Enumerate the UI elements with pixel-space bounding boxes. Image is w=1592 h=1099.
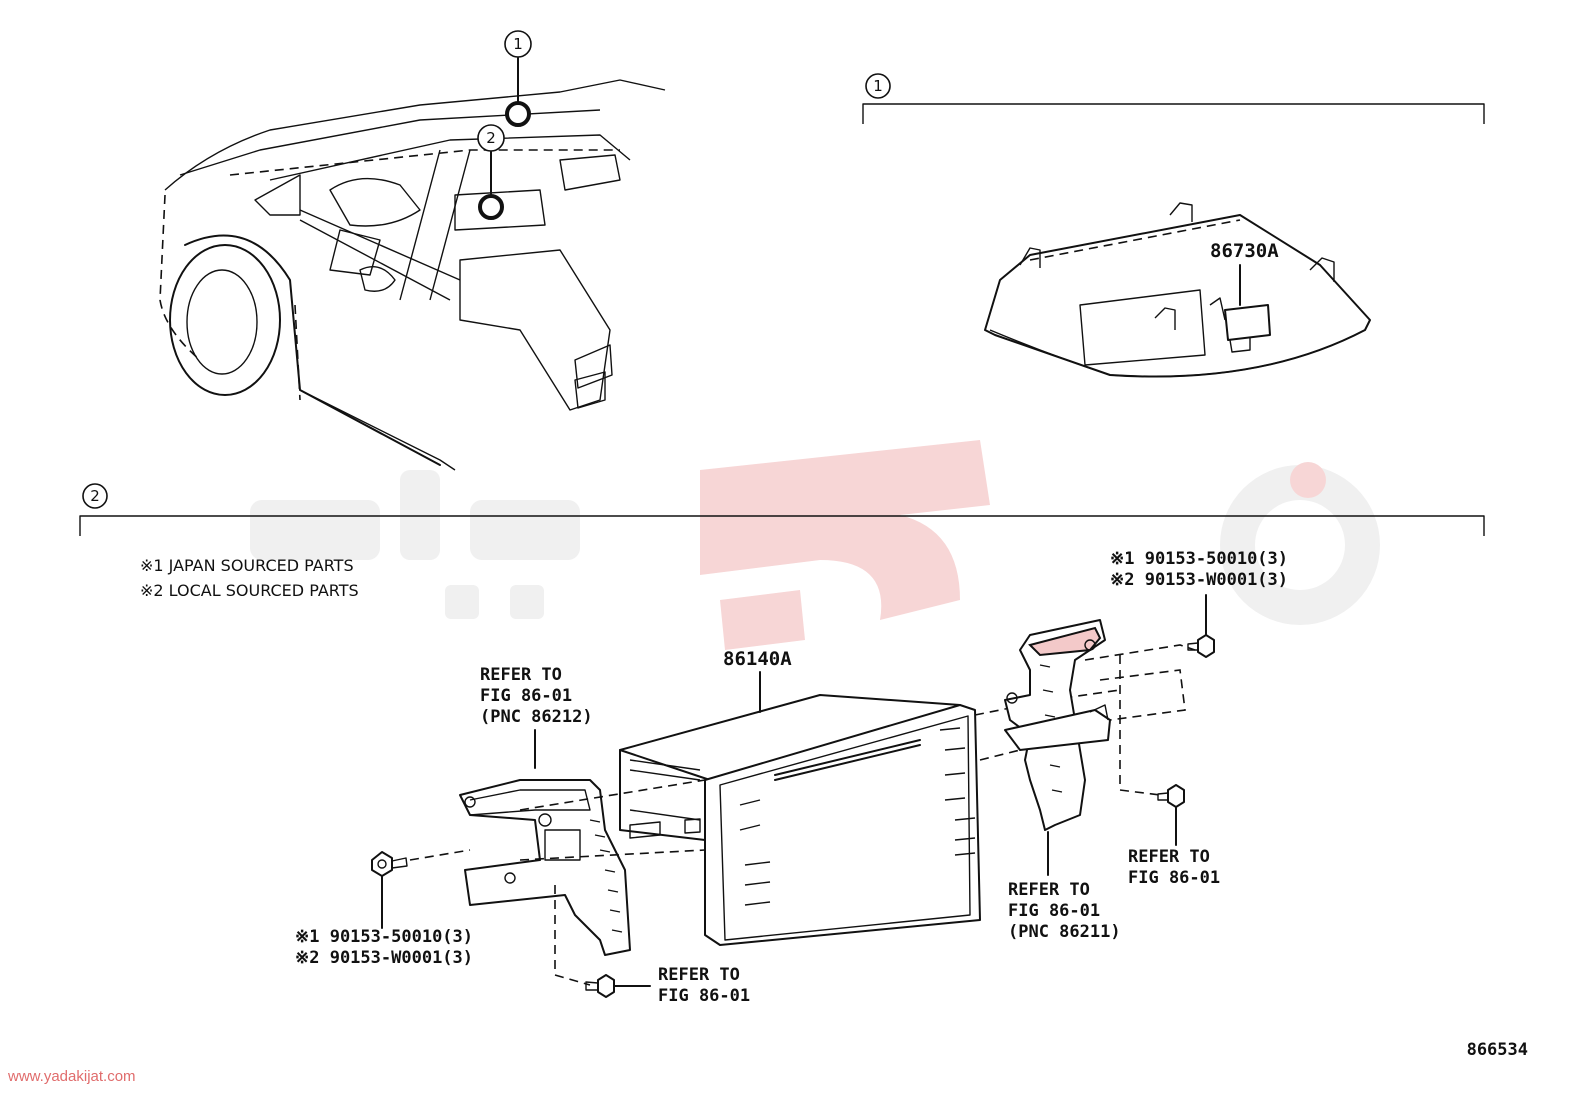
figure-number: 866534 — [1467, 1040, 1528, 1060]
callout-1-label: 1 — [513, 35, 523, 53]
left-bracket-refer-line1[interactable]: REFER TO — [480, 665, 562, 685]
section-1-number: 1 — [873, 77, 883, 95]
watermark-site-url: www.yadakijat.com — [8, 1068, 136, 1085]
part-number-86140A[interactable]: 86140A — [723, 648, 792, 670]
dashboard-overview-illustration — [159, 30, 666, 471]
left-screw-part-1[interactable]: ※1 90153-50010(3) — [295, 927, 473, 947]
left-bracket-refer-line3[interactable]: (PNC 86212) — [480, 707, 593, 727]
right-lower-screw-refer-line1[interactable]: REFER TO — [1128, 847, 1210, 867]
navigation-unit-illustration — [619, 671, 981, 946]
right-screw-illustration — [1187, 594, 1215, 658]
left-screw-illustration — [371, 849, 471, 929]
left-screw-part-2[interactable]: ※2 90153-W0001(3) — [295, 948, 473, 968]
note-japan-sourced: ※1 JAPAN SOURCED PARTS — [140, 556, 354, 575]
callout-2-label: 2 — [486, 129, 496, 147]
overhead-console-illustration — [984, 202, 1371, 378]
right-bracket-refer-line3[interactable]: (PNC 86211) — [1008, 922, 1121, 942]
right-lower-screw-refer-line2[interactable]: FIG 86-01 — [1128, 868, 1220, 888]
section-2-number: 2 — [90, 487, 100, 505]
right-lower-screw-illustration — [1157, 784, 1185, 846]
bottom-screw-refer-line2[interactable]: FIG 86-01 — [658, 986, 750, 1006]
right-screw-part-1[interactable]: ※1 90153-50010(3) — [1110, 549, 1288, 569]
section-2-header — [79, 483, 1485, 536]
left-bracket-refer-line2[interactable]: FIG 86-01 — [480, 686, 572, 706]
watermark-logo — [250, 440, 1380, 650]
left-bracket-illustration — [459, 729, 631, 956]
right-screw-part-2[interactable]: ※2 90153-W0001(3) — [1110, 570, 1288, 590]
right-bracket-refer-line2[interactable]: FIG 86-01 — [1008, 901, 1100, 921]
part-number-86730A[interactable]: 86730A — [1210, 240, 1279, 262]
bottom-screw-illustration — [554, 885, 651, 998]
right-bracket-illustration — [1004, 619, 1111, 876]
right-bracket-refer-line1[interactable]: REFER TO — [1008, 880, 1090, 900]
note-local-sourced: ※2 LOCAL SOURCED PARTS — [140, 581, 359, 600]
section-1-header — [862, 73, 1485, 124]
bottom-screw-refer-line1[interactable]: REFER TO — [658, 965, 740, 985]
